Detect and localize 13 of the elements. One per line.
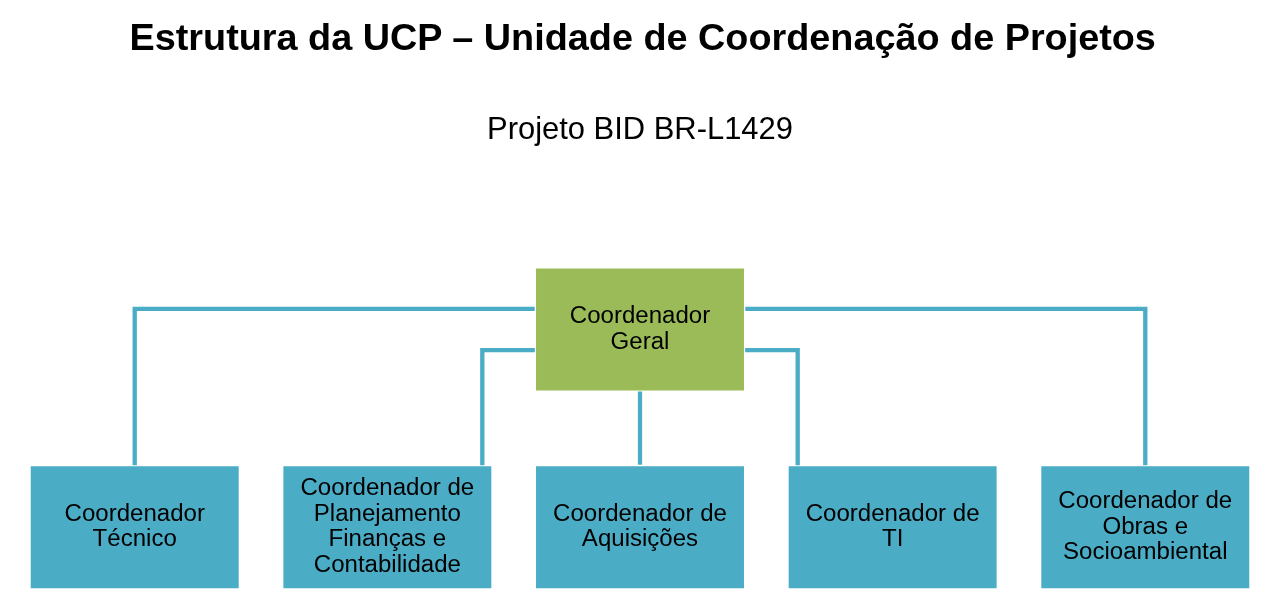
connector: [745, 306, 1148, 466]
connector: [637, 391, 643, 465]
diagram-title: Estrutura da UCP – Unidade de Coordenação de Projetos: [129, 16, 1156, 59]
node-box: Coordenador Técnico: [29, 464, 241, 590]
connector: [480, 347, 535, 466]
node-box: Coordenador de Obras e Socioambiental: [1039, 464, 1251, 590]
label: Projeto BID BR-L1429: [487, 111, 793, 147]
node-box: Coordenador de TI: [786, 464, 999, 590]
node-box: Coordenador de Planejamento Finanças e Contabilidade: [281, 464, 494, 590]
node-box: Coordenador Geral: [534, 266, 746, 393]
connector: [132, 306, 535, 466]
node-box: Coordenador de Aquisições: [534, 464, 746, 590]
connector: [745, 347, 800, 466]
